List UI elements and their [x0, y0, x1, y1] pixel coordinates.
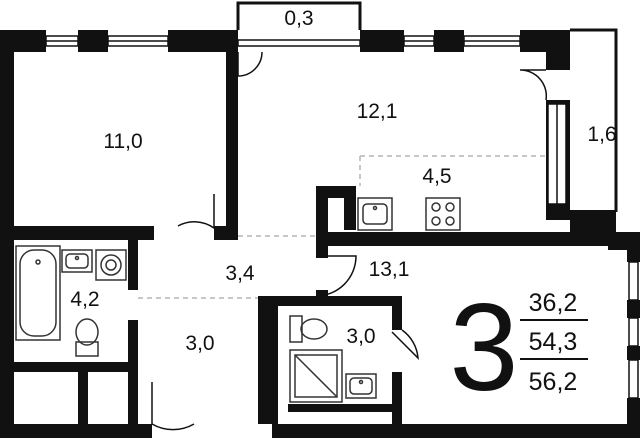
bathtub-icon	[15, 245, 61, 341]
room-area-bedroom-2: 13,1	[369, 258, 410, 281]
zone-dividers	[138, 155, 546, 299]
kitchen-sink-icon	[357, 197, 393, 231]
room-count: 3	[450, 279, 519, 417]
room-area-hallway: 3,4	[225, 262, 255, 285]
sink-icon	[61, 249, 93, 273]
room-area-entrance: 3,0	[185, 332, 214, 355]
wc-icon	[289, 315, 328, 343]
small-sink-icon	[345, 373, 377, 399]
room-area-toilet-shower: 3,0	[346, 325, 375, 348]
walls	[0, 30, 640, 438]
room-area-balcony-top: 0,3	[284, 7, 313, 30]
stove-icon	[425, 197, 461, 231]
room-area-kitchen: 4,5	[422, 165, 451, 188]
balcony-outlines	[236, 1, 618, 212]
toilet-icon	[75, 318, 99, 357]
total-area-with-balconies-value: 56,2	[529, 368, 578, 396]
windows	[45, 35, 639, 399]
washing-machine-icon	[95, 249, 127, 281]
room-area-bathroom: 4,2	[70, 288, 99, 311]
room-area-living-room: 12,1	[357, 100, 398, 123]
room-area-bedroom: 11,0	[103, 130, 142, 153]
doors	[151, 51, 548, 431]
room-area-balcony-right: 1,6	[587, 123, 616, 146]
living-area-value: 36,2	[529, 289, 578, 317]
total-area-value: 54,3	[529, 328, 578, 356]
shower-tray-icon	[289, 349, 343, 403]
